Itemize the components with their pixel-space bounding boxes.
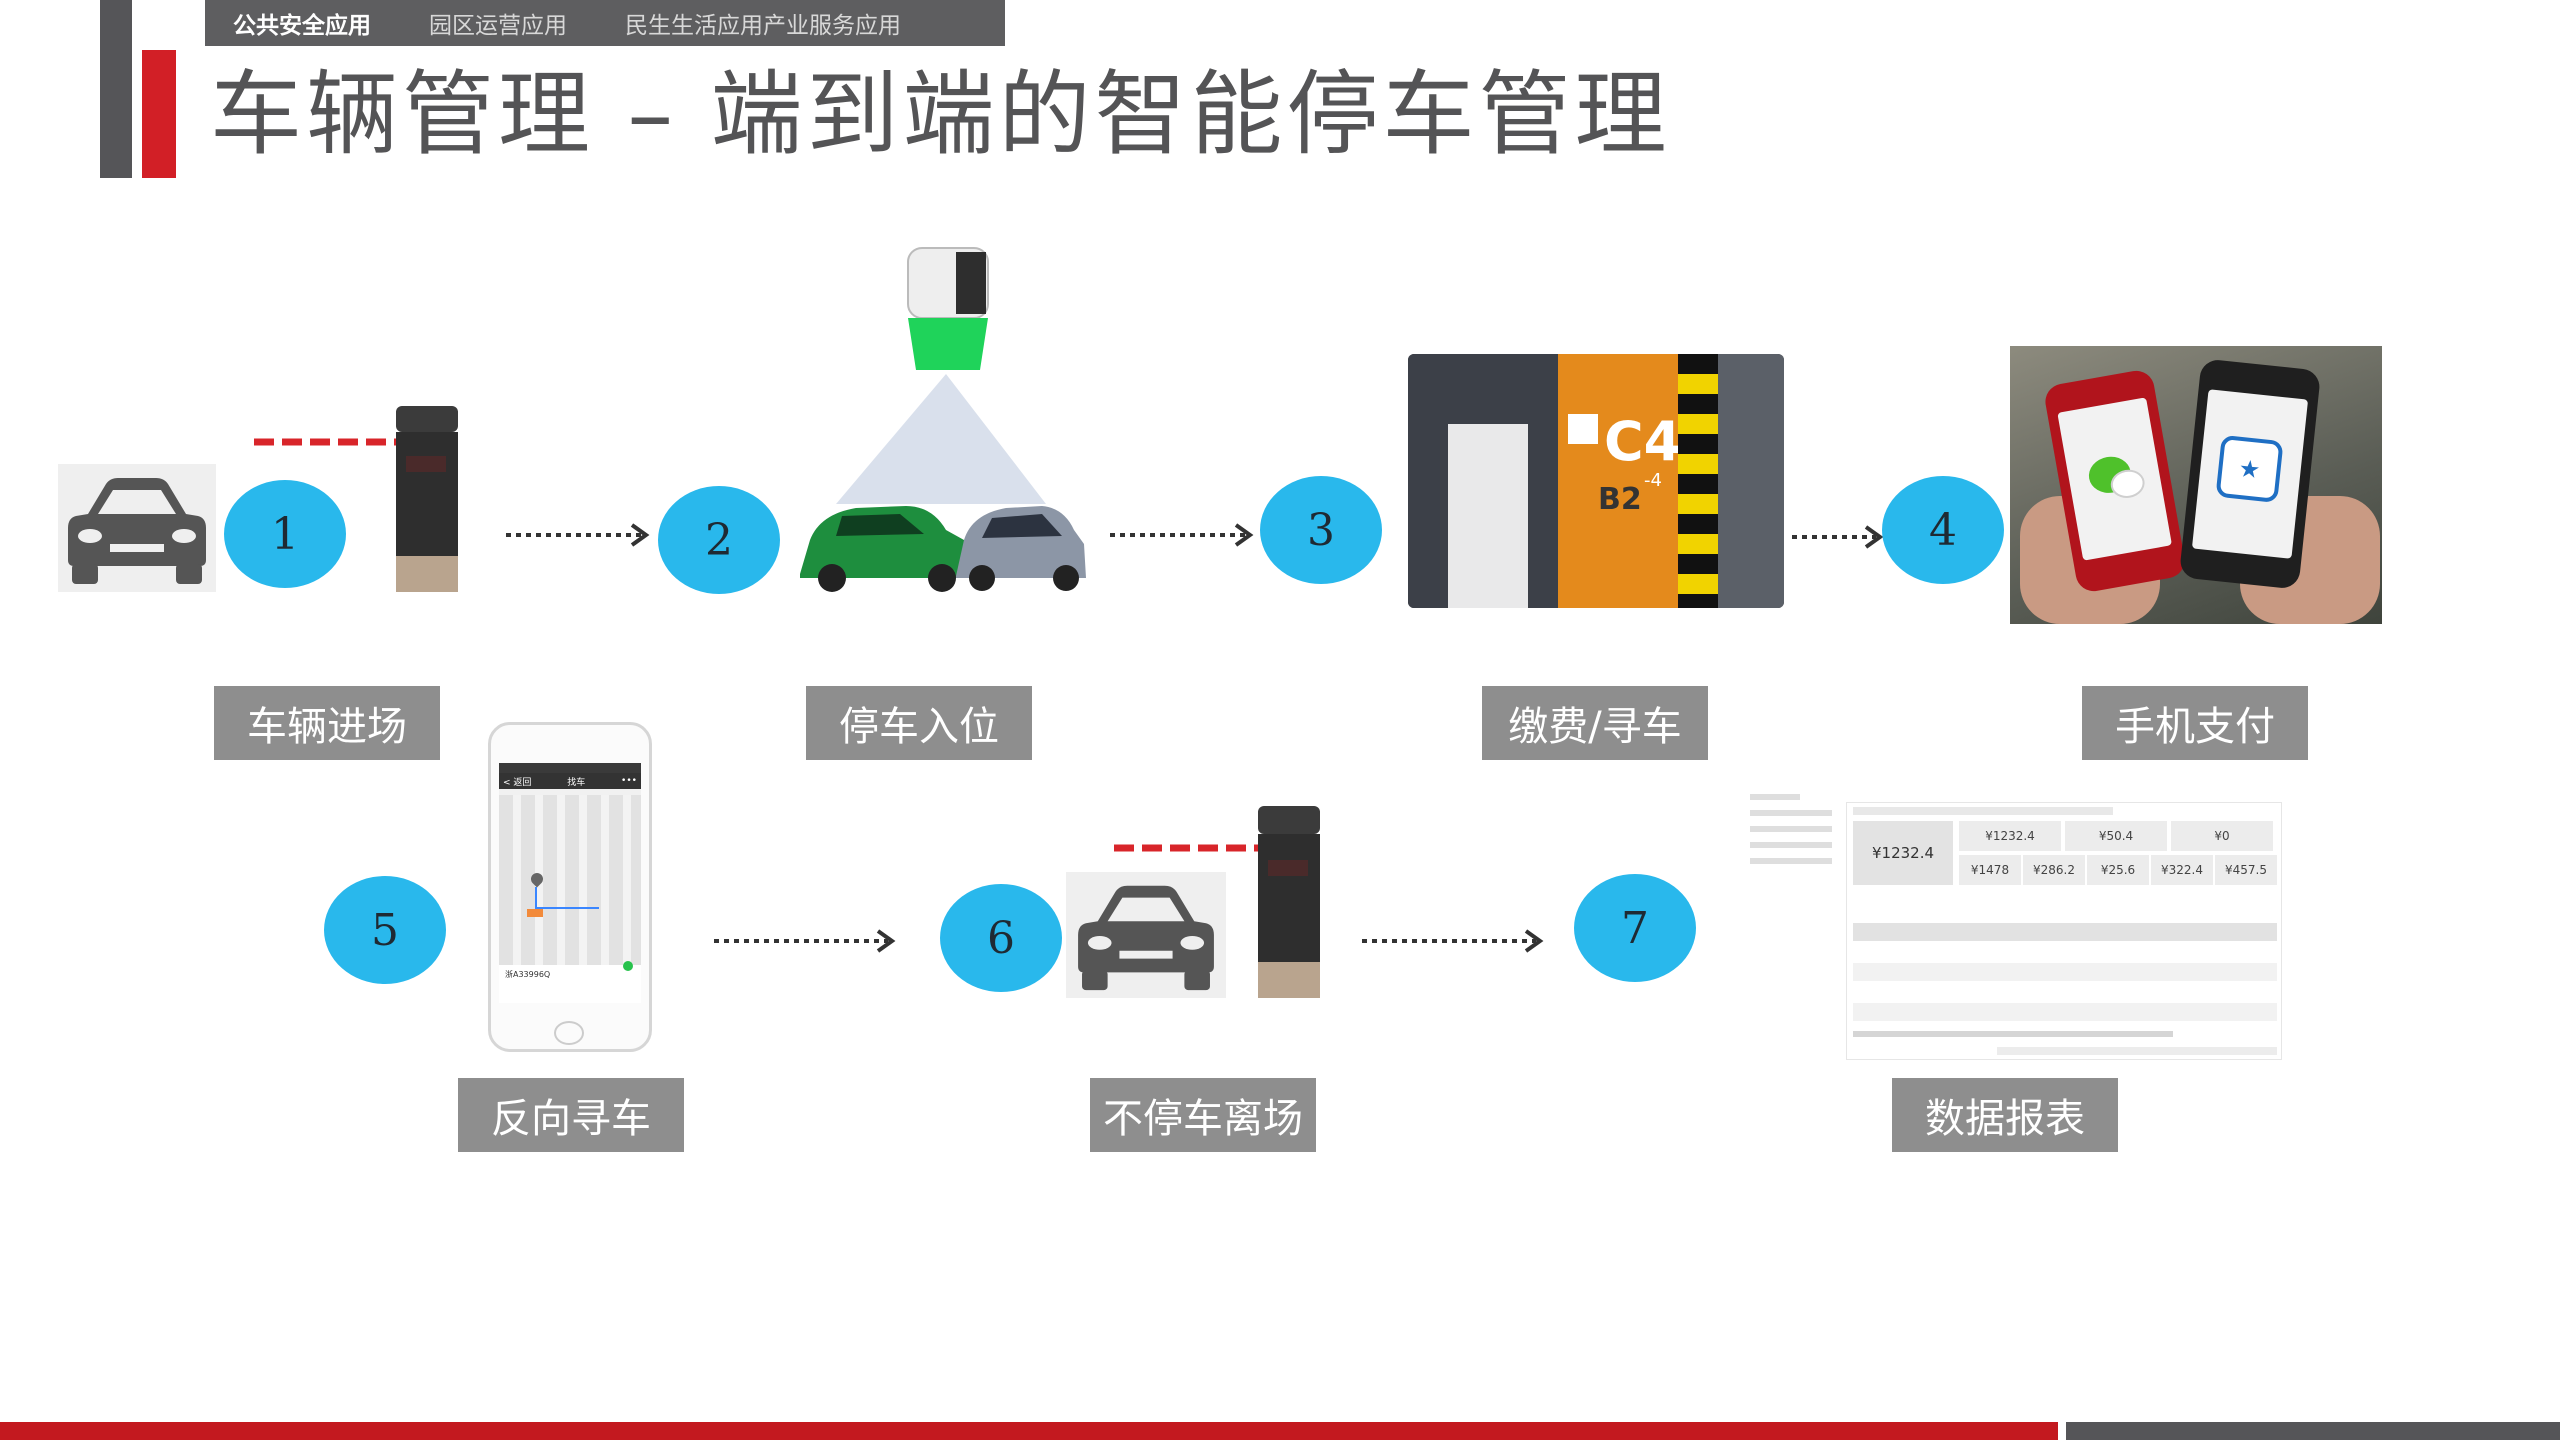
barrier-gate-icon [252, 396, 464, 596]
arrow-6-to-7 [1362, 929, 1544, 953]
table-row [1853, 963, 2277, 981]
header-red-bar [142, 50, 176, 178]
kpi-bottom-4: ¥322.4 [2151, 855, 2213, 885]
mobile-payment-photo: ⋆ [2010, 346, 2382, 624]
step-3-circle: 3 [1260, 476, 1382, 584]
step-7-label: 数据报表 [1892, 1078, 2118, 1152]
arrow-3-to-4 [1792, 525, 1884, 549]
table-header [1853, 923, 2277, 941]
table-row [1853, 1003, 2277, 1021]
arrow-5-to-6 [714, 929, 896, 953]
phone-screen: < 返回 找车 ••• 浙A33996Q [499, 763, 641, 1003]
phone-back-button[interactable]: < 返回 [503, 777, 532, 788]
tab-public-safety[interactable]: 公共安全应用 [233, 13, 371, 39]
tab-park-operations[interactable]: 园区运营应用 [429, 13, 567, 39]
step-4-label: 手机支付 [2082, 686, 2308, 760]
step-4-circle: 4 [1882, 476, 2004, 584]
alipay-icon: ⋆ [2215, 434, 2284, 503]
step-2-circle: 2 [658, 486, 780, 594]
footer-gray-bar [2066, 1422, 2560, 1440]
step-7-circle: 7 [1574, 874, 1696, 982]
arrow-2-to-3 [1110, 523, 1254, 547]
car-icon [58, 464, 216, 592]
footer-red-bar [0, 1422, 2058, 1440]
barrier-gate-icon [1112, 798, 1324, 1002]
kpi-total: ¥1232.4 [1853, 821, 1953, 885]
parking-pillar-photo: C4 -4 B2 [1408, 354, 1784, 608]
parking-sensor-illustration [796, 244, 1088, 596]
step-5-label: 反向寻车 [458, 1078, 684, 1152]
kpi-bottom-1: ¥1478 [1959, 855, 2021, 885]
step-1-circle: 1 [224, 480, 346, 588]
phone-nav-title: 找车 [567, 777, 586, 788]
car-icon [1066, 872, 1226, 998]
phone-car-plate: 浙A33996Q [505, 970, 551, 979]
step-2-label: 停车入位 [806, 686, 1032, 760]
kpi-top-1: ¥1232.4 [1959, 821, 2061, 851]
kpi-bottom-2: ¥286.2 [2023, 855, 2085, 885]
pillar-bay-code: C4 [1604, 410, 1682, 473]
step-1-label: 车辆进场 [214, 686, 440, 760]
step-6-circle: 6 [940, 884, 1062, 992]
kpi-top-2: ¥50.4 [2065, 821, 2167, 851]
pillar-bay-suffix: -4 [1644, 470, 1662, 491]
table-scrollbar[interactable] [1853, 1031, 2173, 1037]
phone-home-button [554, 1021, 584, 1045]
step-3-label: 缴费/寻车 [1482, 686, 1708, 760]
tab-livelihood-services[interactable]: 民生生活应用产业服务应用 [625, 13, 901, 39]
table-pagination[interactable] [1997, 1047, 2277, 1055]
pillar-level-code: B2 [1598, 482, 1642, 517]
category-tabbar: 公共安全应用 园区运营应用 民生生活应用产业服务应用 [205, 0, 1005, 46]
kpi-bottom-3: ¥25.6 [2087, 855, 2149, 885]
step-5-circle: 5 [324, 876, 446, 984]
dashboard-sidebar [1742, 784, 1838, 1060]
more-icon[interactable]: ••• [621, 776, 637, 786]
header-gray-bar [100, 0, 132, 178]
page-title: 车辆管理 – 端到端的智能停车管理 [210, 61, 1671, 168]
reverse-search-phone: < 返回 找车 ••• 浙A33996Q [488, 722, 652, 1052]
kpi-bottom-5: ¥457.5 [2215, 855, 2277, 885]
kpi-top-3: ¥0 [2171, 821, 2273, 851]
dashboard-main: ¥1232.4 ¥1232.4 ¥50.4 ¥0 ¥1478 ¥286.2 ¥2… [1846, 802, 2282, 1060]
report-dashboard-screenshot: ¥1232.4 ¥1232.4 ¥50.4 ¥0 ¥1478 ¥286.2 ¥2… [1742, 784, 2282, 1060]
step-6-label: 不停车离场 [1090, 1078, 1316, 1152]
arrow-1-to-2 [506, 523, 650, 547]
